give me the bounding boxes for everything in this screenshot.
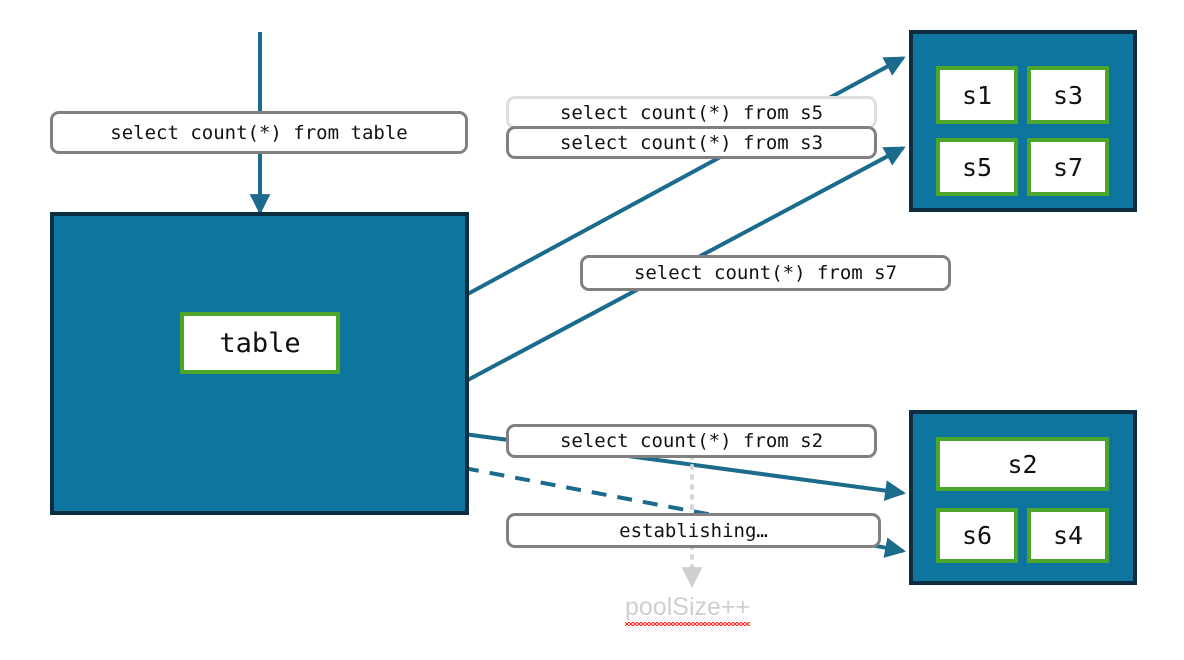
server-chip-label: s7 xyxy=(1052,152,1084,182)
server-chip-s3[interactable]: s3 xyxy=(1027,66,1109,124)
label-text: establishing… xyxy=(619,519,768,542)
server-chip-s5[interactable]: s5 xyxy=(936,138,1018,196)
label-query-s7[interactable]: select count(*) from s7 xyxy=(580,255,951,291)
server-chip-s6[interactable]: s6 xyxy=(936,508,1018,563)
label-incoming-query[interactable]: select count(*) from table xyxy=(50,111,468,154)
label-text: select count(*) from s2 xyxy=(559,430,824,452)
server-chip-label: s5 xyxy=(961,152,993,182)
label-query-s5[interactable]: select count(*) from s5 xyxy=(506,96,877,129)
server-chip-label: s2 xyxy=(1007,449,1038,479)
label-text: select count(*) from s7 xyxy=(633,262,898,284)
server-chip-label: s6 xyxy=(961,521,993,550)
server-chip-s1[interactable]: s1 xyxy=(936,66,1018,124)
label-text: select count(*) from s5 xyxy=(559,101,824,124)
label-query-s3[interactable]: select count(*) from s3 xyxy=(506,126,877,159)
label-establishing[interactable]: establishing… xyxy=(506,513,881,548)
label-text: select count(*) from s3 xyxy=(559,131,824,154)
server-chip-s2[interactable]: s2 xyxy=(936,437,1109,491)
table-chip[interactable]: table xyxy=(180,312,340,374)
annotation-text: poolSize++ xyxy=(625,593,751,626)
server-chip-label: s3 xyxy=(1052,80,1084,110)
table-chip-label: table xyxy=(219,327,301,359)
server-chip-label: s1 xyxy=(961,80,993,110)
label-text: select count(*) from table xyxy=(110,121,408,144)
server-chip-s4[interactable]: s4 xyxy=(1027,508,1109,563)
server-chip-s7[interactable]: s7 xyxy=(1027,138,1109,196)
label-query-s2[interactable]: select count(*) from s2 xyxy=(506,424,877,458)
server-chip-label: s4 xyxy=(1052,521,1084,550)
annotation-poolsize-increment: poolSize++ xyxy=(625,593,751,626)
